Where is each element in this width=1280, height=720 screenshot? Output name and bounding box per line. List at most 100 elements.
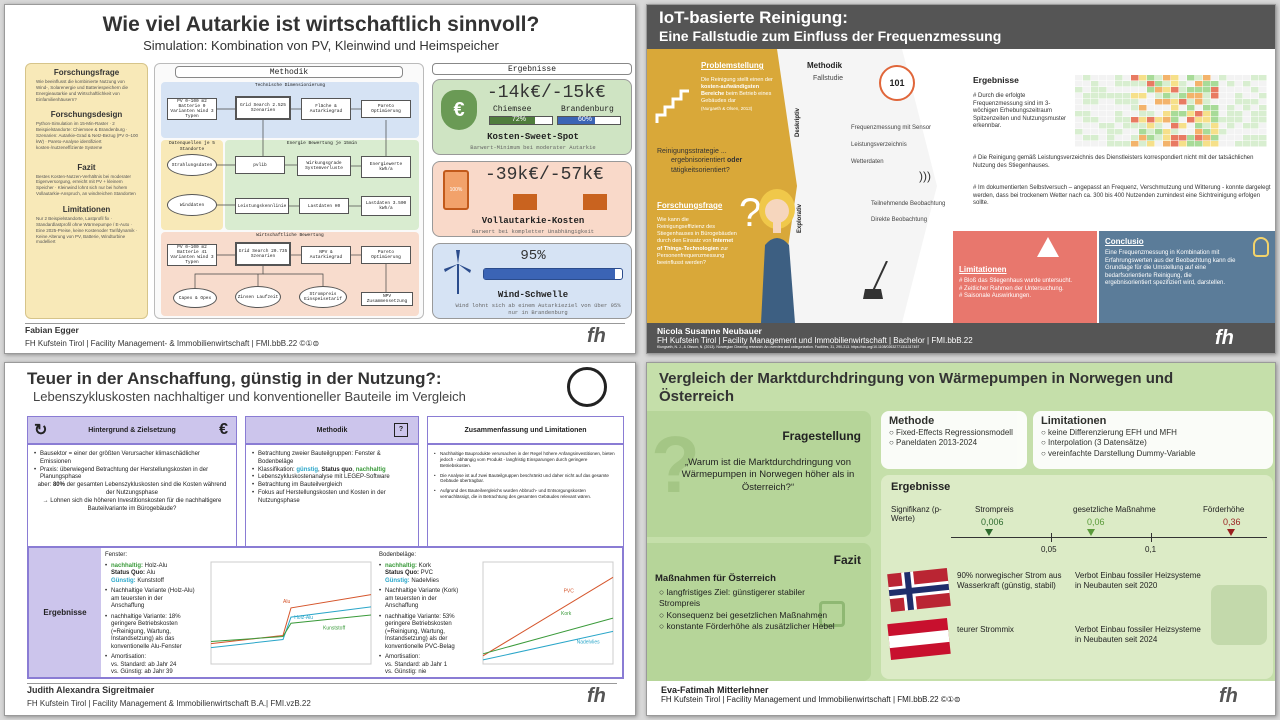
heatmap-cell — [1259, 93, 1267, 99]
heatmap-cell — [1155, 111, 1163, 117]
list-item: ○ vereinfachte Darstellung Dummy-Variabl… — [1041, 448, 1196, 458]
heatmap-cell — [1195, 123, 1203, 129]
heatmap-cell — [1075, 99, 1083, 105]
affiliation: FH Kufstein Tirol | Facility Management … — [657, 336, 973, 345]
methodik-column: Methodik Technische Dimensionierung Ener… — [154, 63, 424, 319]
progress-bar-1: 72% — [489, 116, 553, 125]
heatmap-cell — [1227, 141, 1235, 147]
heatmap-cell — [1099, 87, 1107, 93]
heatmap-cell — [1211, 75, 1219, 81]
strompreis-node: Strompreis Einspeisetarif — [299, 286, 347, 308]
poster-lebenszykluskosten[interactable]: Teuer in der Anschaffung, günstig in der… — [4, 362, 636, 716]
pv2-input-node: PV 0–100 m2 Batterie 41 Varianten Wind 3… — [167, 244, 217, 266]
limitationen-list: ○ keine Differenzierung EFH und MFH○ Int… — [1033, 428, 1273, 459]
heatmap-cell — [1203, 123, 1211, 129]
author-name: Fabian Egger — [25, 325, 79, 335]
heatmap-cell — [1259, 129, 1267, 135]
checkbox-icon — [819, 601, 845, 627]
footer-rule — [27, 683, 617, 684]
limitationen-heading: Limitationen — [959, 265, 1007, 274]
massnahmen-list: ○ langfristiges Ziel: günstigerer stabil… — [659, 587, 839, 633]
heatmap-cell — [1131, 117, 1139, 123]
poster-subtitle: Simulation: Kombination von PV, Kleinwin… — [143, 38, 499, 53]
house-icon-1 — [513, 194, 537, 210]
chart-line — [210, 594, 372, 645]
heatmap-cell — [1179, 111, 1187, 117]
heatmap-cell — [1187, 93, 1195, 99]
heatmap-cell — [1251, 135, 1259, 141]
heatmap-cell — [1139, 117, 1147, 123]
heatmap-cell — [1147, 129, 1155, 135]
heatmap-cell — [1187, 87, 1195, 93]
heatmap-cell — [1227, 93, 1235, 99]
heatmap-cell — [1259, 87, 1267, 93]
sensor-icon: 101 — [879, 65, 915, 101]
heatmap-cell — [1139, 99, 1147, 105]
heatmap-cell — [1099, 105, 1107, 111]
heatmap-cell — [1099, 135, 1107, 141]
heatmap-cell — [1171, 99, 1179, 105]
heatmap-cell — [1147, 141, 1155, 147]
heatmap-cell — [1123, 81, 1131, 87]
npv-zusammen-node: NPV Zusammensetzung — [361, 292, 413, 306]
heatmap-cell — [1107, 117, 1115, 123]
poster-autarkie[interactable]: Wie viel Autarkie ist wirtschaftlich sin… — [4, 4, 636, 354]
heatmap-cell — [1195, 111, 1203, 117]
heatmap-cell — [1243, 129, 1251, 135]
heatmap-cell — [1195, 99, 1203, 105]
heatmap-cell — [1171, 123, 1179, 129]
marker-gesetz — [1087, 529, 1095, 536]
heatmap-cell — [1107, 141, 1115, 147]
austria-fact-1: teurer Strommix — [957, 625, 1014, 634]
heatmap-cell — [1115, 87, 1123, 93]
heatmap-cell — [1131, 129, 1139, 135]
fh-logo: fh — [1215, 327, 1234, 349]
heatmap-cell — [1179, 93, 1187, 99]
chart-frame — [482, 561, 614, 665]
heatmap-cell — [1211, 81, 1219, 87]
orange-arrow-shape — [647, 49, 937, 323]
heatmap-cell — [1123, 105, 1131, 111]
heatmap-cell — [1075, 75, 1083, 81]
heatmap-cell — [1251, 93, 1259, 99]
heatmap-cell — [1147, 123, 1155, 129]
lastdaten-node: Lastdaten H0 — [299, 198, 349, 214]
heatmap-cell — [1171, 93, 1179, 99]
heatmap-cell — [1227, 87, 1235, 93]
heatmap-cell — [1155, 123, 1163, 129]
heatmap-cell — [1083, 135, 1091, 141]
section-heading: Fazit — [77, 162, 96, 172]
result-vollautarkie: 100% -39k€/-57k€ Vollautarkie-Kosten Bar… — [432, 161, 632, 237]
heatmap-cell — [1179, 99, 1187, 105]
heatmap-cell — [1099, 93, 1107, 99]
heatmap-cell — [1155, 129, 1163, 135]
heatmap-cell — [1179, 135, 1187, 141]
heatmap-cell — [1211, 123, 1219, 129]
location-1: Chiemsee — [493, 105, 532, 114]
heatmap-cell — [1171, 117, 1179, 123]
heatmap-cell — [1155, 93, 1163, 99]
heatmap-cell — [1219, 75, 1227, 81]
heatmap-cell — [1123, 141, 1131, 147]
ergebnis-2: # Die Reinigung gemäß Leistungsverzeichn… — [973, 155, 1254, 169]
poster-iot-reinigung[interactable]: IoT-basierte Reinigung: Eine Fallstudie … — [646, 4, 1276, 354]
limitationen-panel: Limitationen # Bloß das Stiegenhaus wurd… — [953, 231, 1097, 323]
result-label: Vollautarkie-Kosten — [481, 216, 585, 226]
heatmap-cell — [1187, 111, 1195, 117]
heatmap-cell — [1131, 141, 1139, 147]
hintergrund-box: Bausektor = einer der größten Verursache… — [27, 444, 237, 547]
heatmap-cell — [1259, 141, 1267, 147]
strahlung-node: Strahlungsdaten — [167, 154, 217, 176]
heatmap-cell — [1075, 135, 1083, 141]
poster-title: Wie viel Autarkie ist wirtschaftlich sin… — [102, 13, 540, 36]
heatmap-cell — [1139, 141, 1147, 147]
flow-arrows — [194, 108, 387, 292]
heatmap-cell — [1259, 111, 1267, 117]
heatmap-cell — [1083, 123, 1091, 129]
poster-waermepumpen[interactable]: Vergleich der Marktdurchdringung von Wär… — [646, 362, 1276, 716]
author-name: Eva-Fatimah Mitterlehner — [661, 685, 769, 695]
heatmap-cell — [1219, 117, 1227, 123]
heatmap-cell — [1075, 111, 1083, 117]
heatmap-cell — [1091, 81, 1099, 87]
methodik-box: Betrachtung zweier Bauteilgruppen: Fenst… — [245, 444, 419, 547]
